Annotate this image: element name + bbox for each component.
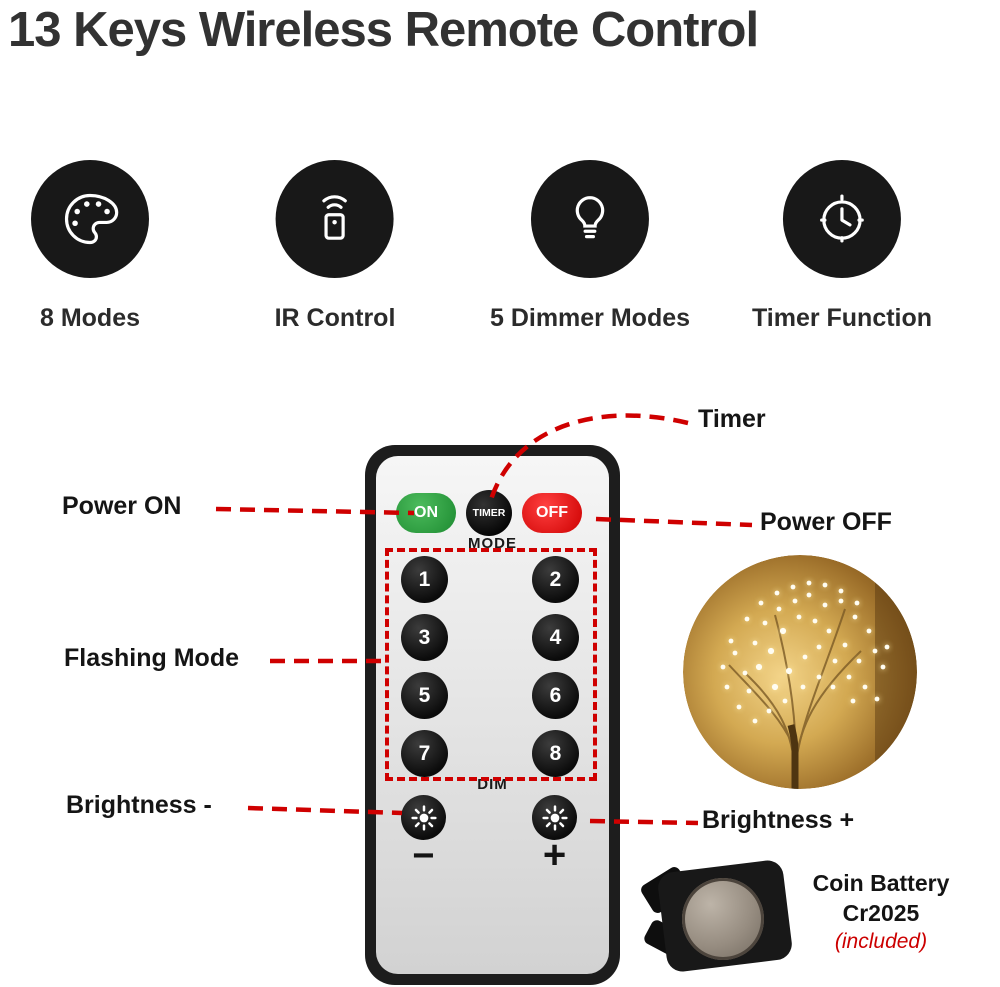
battery-caption: Coin Battery Cr2025 (included): [788, 868, 974, 956]
battery-included-note: (included): [834, 930, 928, 953]
power-off-button: OFF: [522, 493, 582, 533]
power-on-button: ON: [396, 493, 456, 533]
page-title: 13 Keys Wireless Remote Control: [8, 3, 759, 57]
mode-button-8: 8: [532, 730, 579, 777]
power-on-annotation: Power ON: [62, 492, 182, 520]
feature-label-ir: IR Control: [274, 304, 396, 332]
remote-control: ON TIMER OFF MODE 1 2 3 4 5 6 7 8 DIM: [365, 445, 620, 985]
battery-model: Cr2025: [842, 900, 920, 926]
power-off-annotation: Power OFF: [760, 508, 892, 536]
feature-dimmer: 5 Dimmer Modes: [490, 160, 690, 333]
brightness-minus-annotation: Brightness -: [66, 791, 212, 819]
feature-timer: Timer Function: [752, 160, 932, 333]
battery-coin-cell: [682, 878, 764, 960]
battery-name: Coin Battery: [812, 870, 950, 896]
brightness-icon: [541, 804, 568, 831]
mode-section-label: MODE: [468, 535, 517, 552]
feature-label-dimmer: 5 Dimmer Modes: [489, 304, 691, 332]
bulb-icon: [531, 160, 649, 278]
mode-group-outline: [385, 548, 597, 781]
plus-symbol: +: [542, 833, 567, 877]
feature-ir: IR Control: [274, 160, 396, 333]
mode-button-3: 3: [401, 614, 448, 661]
flashing-mode-annotation: Flashing Mode: [64, 644, 239, 672]
mode-button-5: 5: [401, 672, 448, 719]
mode-button-4: 4: [532, 614, 579, 661]
palette-icon: [31, 160, 149, 278]
fairy-light-tree-photo: [683, 555, 917, 789]
feature-label-modes: 8 Modes: [39, 304, 141, 332]
brightness-plus-annotation: Brightness +: [702, 806, 855, 834]
mode-button-7: 7: [401, 730, 448, 777]
coin-battery-photo: [638, 856, 802, 980]
timer-button: TIMER: [466, 490, 512, 536]
mode-button-6: 6: [532, 672, 579, 719]
timer-annotation: Timer: [698, 405, 766, 433]
feature-label-timer: Timer Function: [751, 304, 933, 332]
brightness-up-button: [532, 795, 577, 840]
mode-button-1: 1: [401, 556, 448, 603]
mode-button-2: 2: [532, 556, 579, 603]
remote-signal-icon: [275, 160, 394, 278]
clock-icon: [782, 160, 901, 278]
minus-symbol: −: [412, 835, 435, 877]
feature-modes: 8 Modes: [31, 160, 149, 333]
brightness-icon: [410, 804, 437, 831]
brightness-down-button: [401, 795, 446, 840]
